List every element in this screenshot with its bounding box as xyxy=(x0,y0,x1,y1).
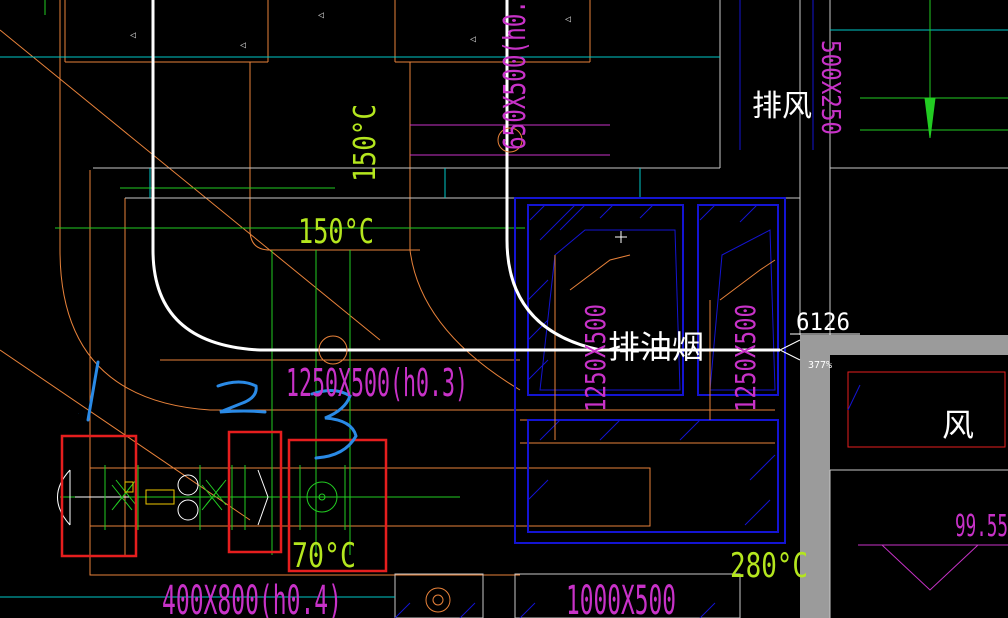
annotation-mark-2: 2 xyxy=(238,405,239,407)
label-temp-150-vertical: 150°C xyxy=(348,104,383,182)
svg-text:◁: ◁ xyxy=(240,40,246,51)
equipment-symbols xyxy=(57,127,523,613)
diagonal-line xyxy=(0,29,381,341)
orange-arcs xyxy=(59,0,775,576)
label-elevation-9955: 99.55 xyxy=(955,509,1008,544)
annotation-mark-1: 1 xyxy=(78,413,79,415)
label-duct-500x250: 500X250 xyxy=(815,40,845,135)
label-exhaust-oil-smoke: 排油烟 xyxy=(608,328,704,366)
crosshair-cursor xyxy=(615,231,627,243)
svg-text:◁: ◁ xyxy=(470,34,476,45)
magenta-duct xyxy=(410,124,1008,591)
svg-text:◁: ◁ xyxy=(318,10,324,21)
label-elevation-6126: 6126 xyxy=(796,308,850,336)
red-annotation-boxes xyxy=(60,430,388,573)
orange-zigzags xyxy=(554,254,776,440)
label-duct-1250-h03: 1250X500(h0.3) xyxy=(286,361,468,405)
blue-equipment-boxes xyxy=(514,0,1006,544)
handwritten-number-labels: 1 2 3 xyxy=(78,405,331,429)
label-duct-400x800: 400X800(h0.4) xyxy=(162,578,342,618)
label-temp-70: 70°C xyxy=(292,536,356,576)
label-duct-1250-b: 1250X500 xyxy=(729,304,762,412)
label-small-377: 377% xyxy=(808,360,832,371)
handwritten-marks xyxy=(86,360,358,460)
label-duct-1250-a: 1250X500 xyxy=(579,304,612,412)
label-duct-1000x500: 1000X500 xyxy=(566,578,676,618)
label-temp-150-top: 150°C xyxy=(298,212,374,252)
white-exhaust-duct xyxy=(151,0,860,361)
cyan-lines xyxy=(0,29,1008,598)
annotation-mark-3: 3 xyxy=(330,427,331,429)
label-duct-650x500: 650X500(h0. xyxy=(498,0,533,150)
small-yellow-box xyxy=(124,481,134,493)
wall-structure xyxy=(800,335,1008,618)
damper-crosses xyxy=(104,465,346,530)
hatch-pattern xyxy=(394,204,776,618)
concrete-dots: ◁ ◁ ◁ ◁ ◁ xyxy=(130,10,571,51)
drawing-labels: 150°C 150°C 650X500(h0. 排风 500X250 排油烟 1… xyxy=(162,0,1008,618)
column-top-left xyxy=(64,0,591,63)
svg-text:◁: ◁ xyxy=(130,30,136,41)
label-temp-280: 280°C xyxy=(730,546,808,586)
label-exhaust-air: 排风 xyxy=(752,89,812,124)
label-wind: 风 xyxy=(942,406,974,444)
svg-text:◁: ◁ xyxy=(565,14,571,25)
